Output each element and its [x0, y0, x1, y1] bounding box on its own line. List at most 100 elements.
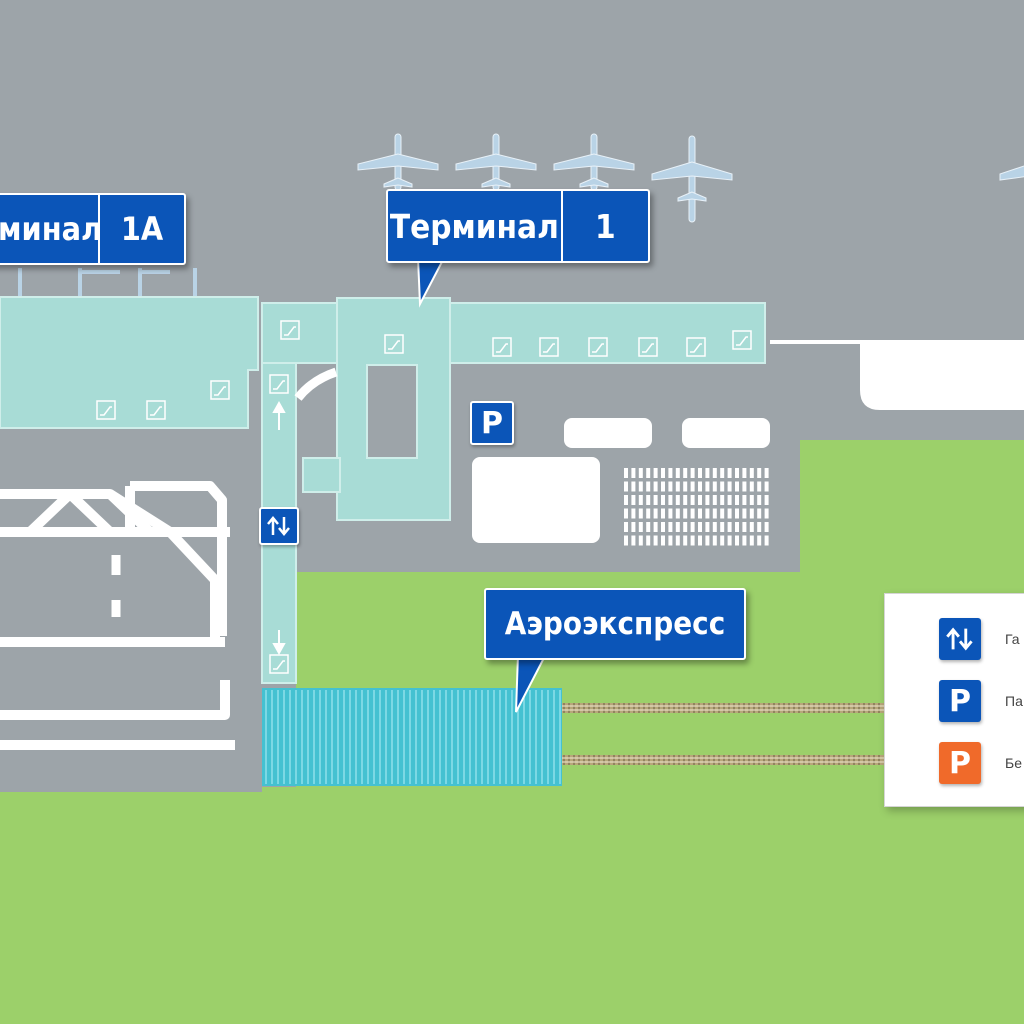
parking-space: [712, 481, 717, 492]
parking-space: [690, 522, 695, 532]
parking-space: [638, 468, 643, 478]
parking-space: [668, 535, 673, 546]
parking-space: [764, 481, 769, 492]
parking-space: [646, 522, 651, 532]
parking-space: [727, 468, 732, 478]
parking-space: [690, 535, 695, 546]
parking-space: [653, 522, 658, 532]
parking-space: [712, 522, 717, 532]
parking-space: [749, 522, 754, 532]
parking-space: [683, 522, 688, 532]
terminal-1a-label: ерминал: [0, 210, 103, 248]
parking-space: [661, 535, 665, 546]
terminal-1-building: [336, 297, 451, 521]
parking-space: [661, 508, 665, 519]
parking-space: [661, 522, 665, 532]
parking-space: [705, 522, 710, 532]
parking-space: [624, 522, 628, 532]
parking-space: [631, 468, 636, 478]
terminal-2-building: [860, 344, 1024, 410]
legend-label: Га: [1005, 631, 1020, 647]
rail-track: [562, 703, 884, 713]
legend-label: Бе: [1005, 755, 1022, 771]
parking-space: [653, 508, 658, 519]
parking-space: [675, 535, 680, 546]
parking-lot: [472, 457, 600, 543]
parking-space: [698, 535, 702, 546]
parking-space: [646, 468, 651, 478]
parking-space: [668, 495, 673, 505]
road-curve: [294, 367, 338, 401]
parking-space: [749, 468, 754, 478]
parking-space: [720, 481, 725, 492]
parking-space: [727, 508, 732, 519]
parking-icon: P: [939, 680, 981, 722]
railway-tracks: [562, 703, 884, 765]
parking-space: [720, 535, 725, 546]
legend-row-elevator: Га: [939, 618, 1020, 660]
parking-space: [668, 481, 673, 492]
parking-space: [683, 481, 688, 492]
parking-space: [653, 495, 658, 505]
parking-space: [653, 481, 658, 492]
parking-space: [712, 508, 717, 519]
elevator-arrows-icon: [259, 507, 299, 545]
parking-space: [705, 495, 710, 505]
parking-space: [712, 468, 717, 478]
parking-space: [631, 481, 636, 492]
parking-space: [683, 535, 688, 546]
legend-row-paid-parking: P Бе: [939, 742, 1022, 784]
terminal-1-number: 1: [560, 191, 648, 261]
parking-space: [631, 495, 636, 505]
parking-space: [705, 508, 710, 519]
parking-space: [661, 495, 665, 505]
parking-space: [638, 508, 643, 519]
parking-spaces: [624, 468, 769, 546]
parking-space: [712, 495, 717, 505]
parking-space: [653, 468, 658, 478]
parking-space: [764, 522, 769, 532]
parking-space: [698, 495, 702, 505]
parking-space: [764, 468, 769, 478]
parking-space: [661, 468, 665, 478]
rail-track: [562, 755, 884, 765]
parking-lot: [682, 418, 770, 448]
parking-space: [624, 495, 628, 505]
terminal-1a-sign: ерминал 1A: [0, 193, 186, 265]
parking-space: [624, 535, 628, 546]
parking-space: [631, 508, 636, 519]
parking-space: [735, 495, 739, 505]
terminal-1a-number: 1A: [98, 195, 184, 263]
parking-space: [727, 522, 732, 532]
parking-space: [749, 508, 754, 519]
escalator-icon: [96, 320, 752, 674]
parking-icon: P: [470, 401, 514, 445]
escalator-icon: [732, 330, 752, 350]
parking-space: [683, 495, 688, 505]
parking-space: [757, 481, 762, 492]
parking-space: [661, 481, 665, 492]
parking-space: [757, 535, 762, 546]
parking-space: [764, 495, 769, 505]
parking-space: [638, 495, 643, 505]
parking-space: [705, 481, 710, 492]
escalator-icon: [492, 337, 512, 357]
parking-space: [764, 508, 769, 519]
legend-row-parking: P Па: [939, 680, 1023, 722]
terminal-1-label: Терминал: [389, 206, 559, 246]
station-stripes: [265, 690, 561, 784]
parking-space: [720, 495, 725, 505]
parking-space: [653, 535, 658, 546]
parking-space: [668, 508, 673, 519]
grass-area: [0, 775, 1024, 1024]
parking-space: [720, 522, 725, 532]
parking-space: [712, 535, 717, 546]
parking-space: [749, 535, 754, 546]
parking-space: [742, 495, 747, 505]
parking-space: [690, 481, 695, 492]
escalator-icon: [539, 337, 559, 357]
terminal-1-annex: [302, 457, 341, 493]
parking-space: [742, 522, 747, 532]
parking-space: [683, 468, 688, 478]
